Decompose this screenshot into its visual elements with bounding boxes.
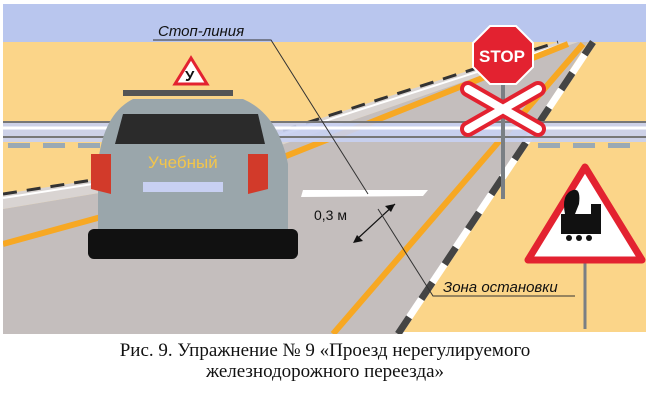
caption-line-1: Рис. 9. Упражнение № 9 «Проезд нерегулир… <box>119 340 531 361</box>
distance-label: 0,3 м <box>314 207 347 223</box>
stop-line <box>301 190 428 197</box>
figure-caption: Рис. 9. Упражнение № 9 «Проезд нерегулир… <box>0 340 650 382</box>
stop-line-label: Стоп-линия <box>158 23 244 40</box>
railway-crossing-cross-sign <box>460 81 546 137</box>
learner-sign <box>172 55 210 86</box>
training-car: Учебный У <box>88 55 298 259</box>
railway-warning-sign <box>524 163 646 264</box>
caption-line-2: железнодорожного переезда» <box>205 361 445 382</box>
svg-text:STOP: STOP <box>479 47 525 66</box>
svg-text:У: У <box>185 68 195 85</box>
stop-zone-label: Зона остановки <box>443 279 558 296</box>
road <box>3 42 588 334</box>
illustration: Учебный У 0,3 м Стоп-линия Зона остановк… <box>3 4 646 334</box>
car-rear-label: Учебный <box>148 153 218 172</box>
sky <box>3 4 646 42</box>
stop-sign <box>472 25 534 85</box>
distance-arrow <box>354 203 396 242</box>
